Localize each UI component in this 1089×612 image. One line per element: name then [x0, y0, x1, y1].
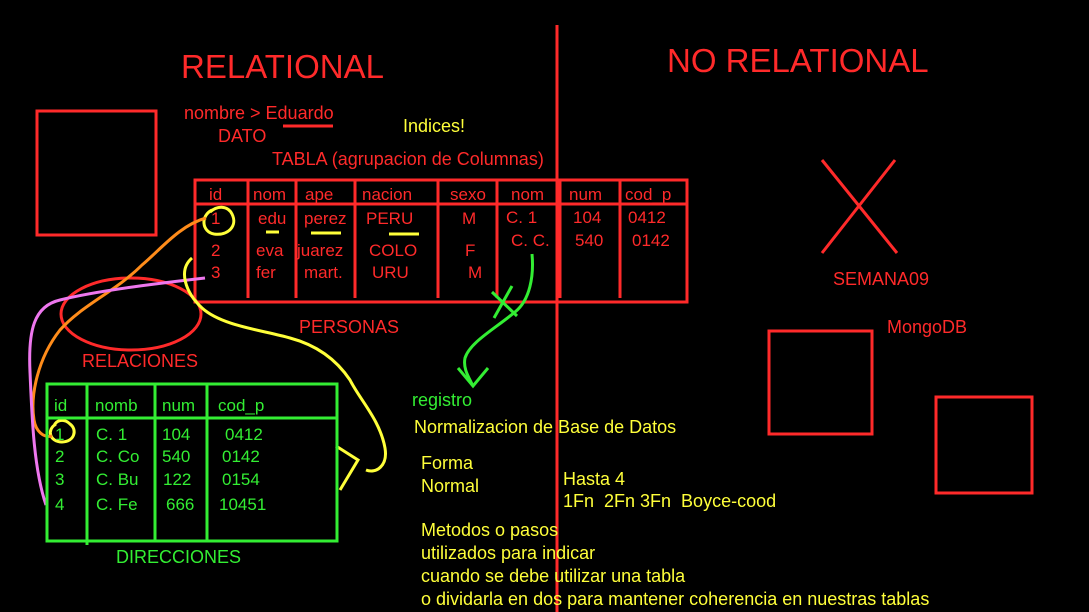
note-nombre: nombre > Eduardo: [184, 103, 334, 123]
direcciones-cell: 2: [55, 447, 65, 466]
note-tabla: TABLA (agrupacion de Columnas): [272, 149, 544, 169]
personas-header-nacion: nacion: [362, 185, 413, 204]
personas-cell: F: [465, 241, 476, 260]
note-metodos-4: o dividarla en dos para mantener coheren…: [421, 589, 930, 609]
personas-cell: M: [468, 263, 483, 282]
yellow-bracket: [335, 444, 361, 491]
personas-cell: perez: [304, 209, 347, 228]
right-box-2: [934, 395, 1034, 495]
direcciones-cell: C. Fe: [96, 495, 138, 514]
direcciones-cell: 540: [162, 447, 191, 466]
label-relaciones: RELACIONES: [82, 351, 199, 371]
personas-cell: 0142: [632, 231, 670, 250]
circle-id-personas: [202, 205, 236, 236]
personas-header-sexo: sexo: [450, 185, 486, 204]
direcciones-cell: C. Bu: [96, 470, 139, 489]
heading-relational: RELATIONAL: [181, 48, 384, 85]
personas-cell: M: [462, 209, 477, 228]
label-direcciones: DIRECCIONES: [116, 547, 242, 567]
direcciones-cell: 666: [166, 495, 195, 514]
note-normalizacion: Normalizacion de Base de Datos: [414, 417, 677, 437]
direcciones-cell: C. 1: [96, 425, 128, 444]
left-box: [35, 109, 158, 237]
note-dato: DATO: [218, 126, 267, 146]
note-metodos-1: Metodos o pasos: [421, 520, 559, 540]
personas-cell: eva: [256, 241, 284, 260]
direcciones-header-cod-p: cod_p: [218, 396, 265, 415]
personas-cell: 0412: [628, 208, 666, 227]
personas-header-num: num: [569, 185, 603, 204]
direcciones-cell: 3: [55, 470, 65, 489]
direcciones-cell: C. Co: [96, 447, 140, 466]
personas-cell: edu: [258, 209, 287, 228]
personas-cell: URU: [372, 263, 409, 282]
direcciones-header-nomb: nomb: [95, 396, 138, 415]
note-normal: Normal: [421, 476, 480, 496]
label-semana: SEMANA09: [833, 269, 930, 289]
direcciones-table-frame: [45, 382, 339, 545]
label-mongodb: MongoDB: [887, 317, 968, 337]
direcciones-cell: 1: [55, 425, 65, 444]
direcciones-header-id: id: [54, 396, 68, 415]
personas-cell: 104: [573, 208, 602, 227]
yellow-relation-line: [183, 256, 387, 473]
personas-header-nom: nom: [253, 185, 287, 204]
personas-cell: 3: [211, 263, 221, 282]
personas-cell: 540: [575, 231, 604, 250]
direcciones-cell: 0142: [222, 447, 260, 466]
direcciones-cell: 10451: [219, 495, 267, 514]
label-registro: registro: [412, 390, 473, 410]
green-arrowhead: [456, 367, 490, 389]
personas-cell: COLO: [369, 241, 418, 260]
direcciones-header-num: num: [162, 396, 196, 415]
note-metodos-3: cuando se debe utilizar una tabla: [421, 566, 686, 586]
personas-cell: juarez: [297, 241, 344, 260]
note-hasta: Hasta 4: [563, 469, 626, 489]
violet-relation-line: [28, 276, 206, 506]
personas-cell: 1: [211, 209, 221, 228]
label-personas: PERSONAS: [299, 317, 400, 337]
note-indices: Indices!: [403, 116, 466, 136]
orange-relation-line: [31, 216, 207, 438]
right-box-1: [767, 329, 874, 436]
personas-cell: 2: [211, 241, 221, 260]
relaciones-ellipse: [59, 276, 203, 352]
personas-header-nom2: nom: [511, 185, 545, 204]
note-metodos-2: utilizados para indicar: [421, 543, 596, 563]
direcciones-cell: 104: [162, 425, 191, 444]
direcciones-cell: 0154: [222, 470, 260, 489]
direcciones-cell: 4: [55, 495, 65, 514]
direcciones-cell: 0412: [225, 425, 263, 444]
personas-header-id: id: [209, 185, 223, 204]
cross-mark: [820, 159, 899, 254]
direcciones-cell: 122: [163, 470, 192, 489]
heading-no-relational: NO RELATIONAL: [667, 42, 929, 79]
note-formas: 1Fn 2Fn 3Fn Boyce-cood: [563, 491, 777, 511]
green-arrow: [463, 253, 534, 385]
personas-cell: C. 1: [506, 208, 538, 227]
personas-cell: fer: [256, 263, 276, 282]
personas-cell: PERU: [366, 209, 414, 228]
personas-table-frame: [193, 178, 689, 304]
note-forma: Forma: [421, 453, 474, 473]
personas-cell: mart.: [304, 263, 343, 282]
personas-header-ape: ape: [305, 185, 334, 204]
personas-header-cod-p: cod_p: [625, 185, 672, 204]
personas-cell: C. C.: [511, 231, 550, 250]
